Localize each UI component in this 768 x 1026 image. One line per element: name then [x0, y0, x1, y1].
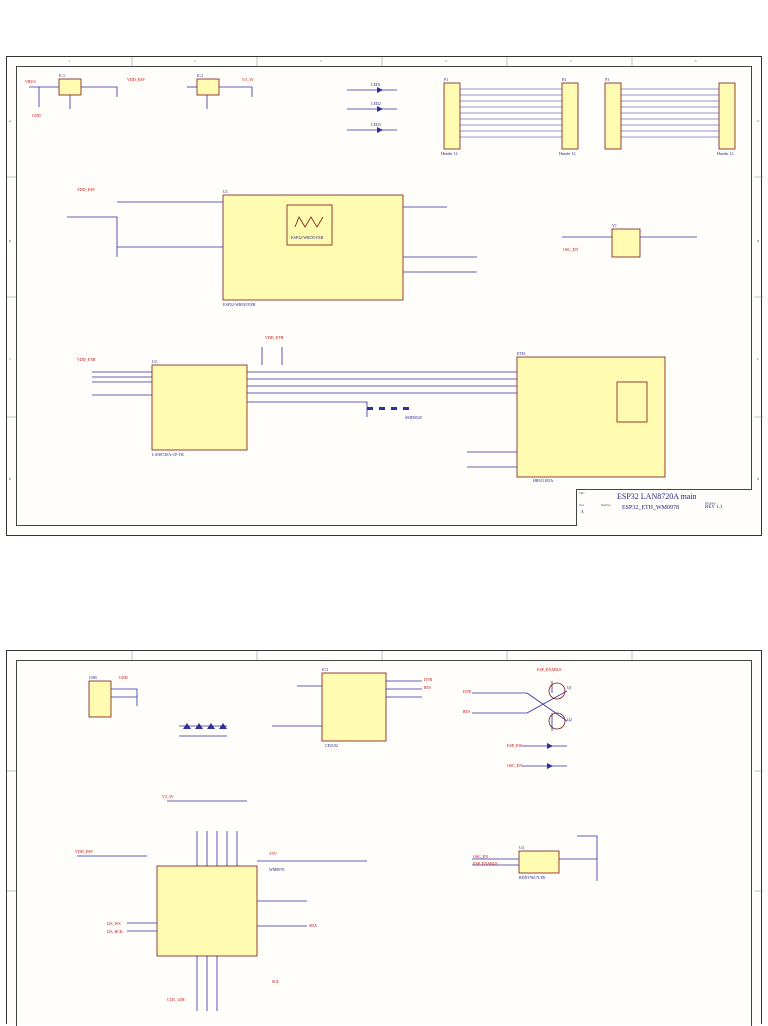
vbus-net-label: VBUS: [25, 79, 36, 84]
esp-enable-net-label-2: ESP_ENABLE: [473, 861, 498, 866]
osc-en-net-label-2: OSC_EN: [473, 854, 489, 859]
u2-designator: U2: [152, 359, 157, 364]
title-block: Title ESP32 LAN8720A main Size A Number …: [576, 489, 752, 526]
revision-field-label: Revision: [705, 501, 716, 505]
i2s-ws-net-label: I2S_WS: [107, 921, 121, 926]
vdd-esp-net-label: VDD_ESP: [75, 849, 93, 854]
p2-part: Header 12: [559, 151, 576, 156]
led3-designator: LED3: [371, 122, 381, 127]
sda-net-label: SDA: [309, 923, 318, 928]
q2-designator: Q2: [567, 717, 572, 722]
ic3-designator: IC3: [322, 667, 328, 672]
y1-designator: Y1: [612, 223, 617, 228]
sheet-1-frame: [16, 66, 752, 526]
dtr-net-label-2: DTR: [463, 689, 471, 694]
p2-designator: P2: [562, 77, 567, 82]
zone-tick: 1: [69, 59, 71, 63]
p3-designator: P3: [605, 77, 610, 82]
smd-part: SMD0528: [405, 415, 422, 420]
ic2-designator: IC2: [197, 73, 203, 78]
schematic-sheet-2: USB GND IC3 CP2102 DTR RTS DTR RTS Q1 Q2…: [6, 650, 763, 1026]
rts-net-label-2: RTS: [463, 709, 471, 714]
u1-module-label: ESP32-WROOVER: [291, 235, 324, 240]
zone-tick: 4: [445, 59, 447, 63]
led2-designator: LED2: [371, 101, 381, 106]
cp2102-part: CP2102: [325, 743, 338, 748]
sheet-2-frame: [16, 660, 752, 1026]
zone-tick: B: [756, 239, 759, 243]
p1-part: Header 12: [441, 151, 458, 156]
q1-designator: Q1: [567, 685, 572, 690]
gnd-net-label: GND: [32, 113, 41, 118]
zone-tick: B: [9, 239, 12, 243]
schematic-sheet-1: 1 2 3 4 5 6 A B C D A B C D: [6, 56, 763, 536]
u2-part: LAN8720A-CP-TR: [152, 452, 184, 457]
sheet-size: A: [581, 509, 584, 514]
rts-net-label: RTS: [424, 685, 432, 690]
esp-io0-net-label: ESP_IO0: [507, 743, 523, 748]
sheet-1-drawing: [7, 57, 763, 478]
clk-12m-net-label: CLK_12M: [167, 997, 185, 1002]
u4-part: RDNT9617LTR: [519, 875, 546, 880]
scl-net-label: SCL: [272, 979, 280, 984]
zone-tick: D: [756, 477, 759, 481]
eth-designator: ETH: [517, 351, 525, 356]
osc-en-net-label: OSC_EN: [507, 763, 523, 768]
zone-tick: C: [756, 357, 759, 361]
size-field-label: Size: [579, 503, 585, 507]
title-field-label: Title: [579, 491, 585, 495]
wm8978-part: WM8978: [269, 867, 285, 872]
zone-tick: A: [756, 119, 759, 123]
p1-designator: P1: [444, 77, 449, 82]
esp-enable-net-label: ESP_ENABLE: [537, 667, 562, 672]
zone-tick: C: [9, 357, 12, 361]
schematic-number: ESP32_ETH_WM0978: [622, 505, 679, 511]
sheet-2-drawing: [7, 651, 763, 1011]
zone-tick: 5: [570, 59, 572, 63]
vdd-esp-net-label-2: VDD_ESP: [77, 187, 95, 192]
v3-3-net-label: V3_3V: [162, 794, 174, 799]
zone-tick: 6: [695, 59, 697, 63]
ic1-designator: IC1: [59, 73, 65, 78]
dtr-net-label: DTR: [424, 677, 432, 682]
schematic-revision: REV 1.1: [705, 505, 723, 510]
u1-designator: U1: [223, 189, 228, 194]
u1-part: ESP32-WROOVER: [223, 302, 256, 307]
v5v-net-label: V5V: [269, 851, 277, 856]
zone-tick: 2: [194, 59, 196, 63]
usb-designator: USB: [89, 675, 97, 680]
zone-tick: A: [9, 119, 12, 123]
schematic-title: ESP32 LAN8720A main: [617, 492, 697, 501]
v3-3-net-label: V3_3V: [242, 77, 254, 82]
u4-designator: U4: [519, 845, 524, 850]
p3-part: Header 12: [717, 151, 734, 156]
i2s-bck-net-label: I2S_BCK: [107, 929, 123, 934]
zone-tick: D: [9, 477, 12, 481]
vdd-eth-net-label: VDD_ETH: [77, 357, 96, 362]
eth-part: HR911105A: [533, 478, 554, 483]
vdd-eth-net-label-2: VDD_ETH: [265, 335, 284, 340]
number-field-label: Number: [601, 503, 611, 507]
gnd-net-label: GND: [119, 675, 128, 680]
zone-tick: 3: [320, 59, 322, 63]
vdd-esp-net-label: VDD_ESP: [127, 77, 145, 82]
osc-en-net-label: OSC_EN: [563, 247, 579, 252]
led1-designator: LED1: [371, 82, 381, 87]
